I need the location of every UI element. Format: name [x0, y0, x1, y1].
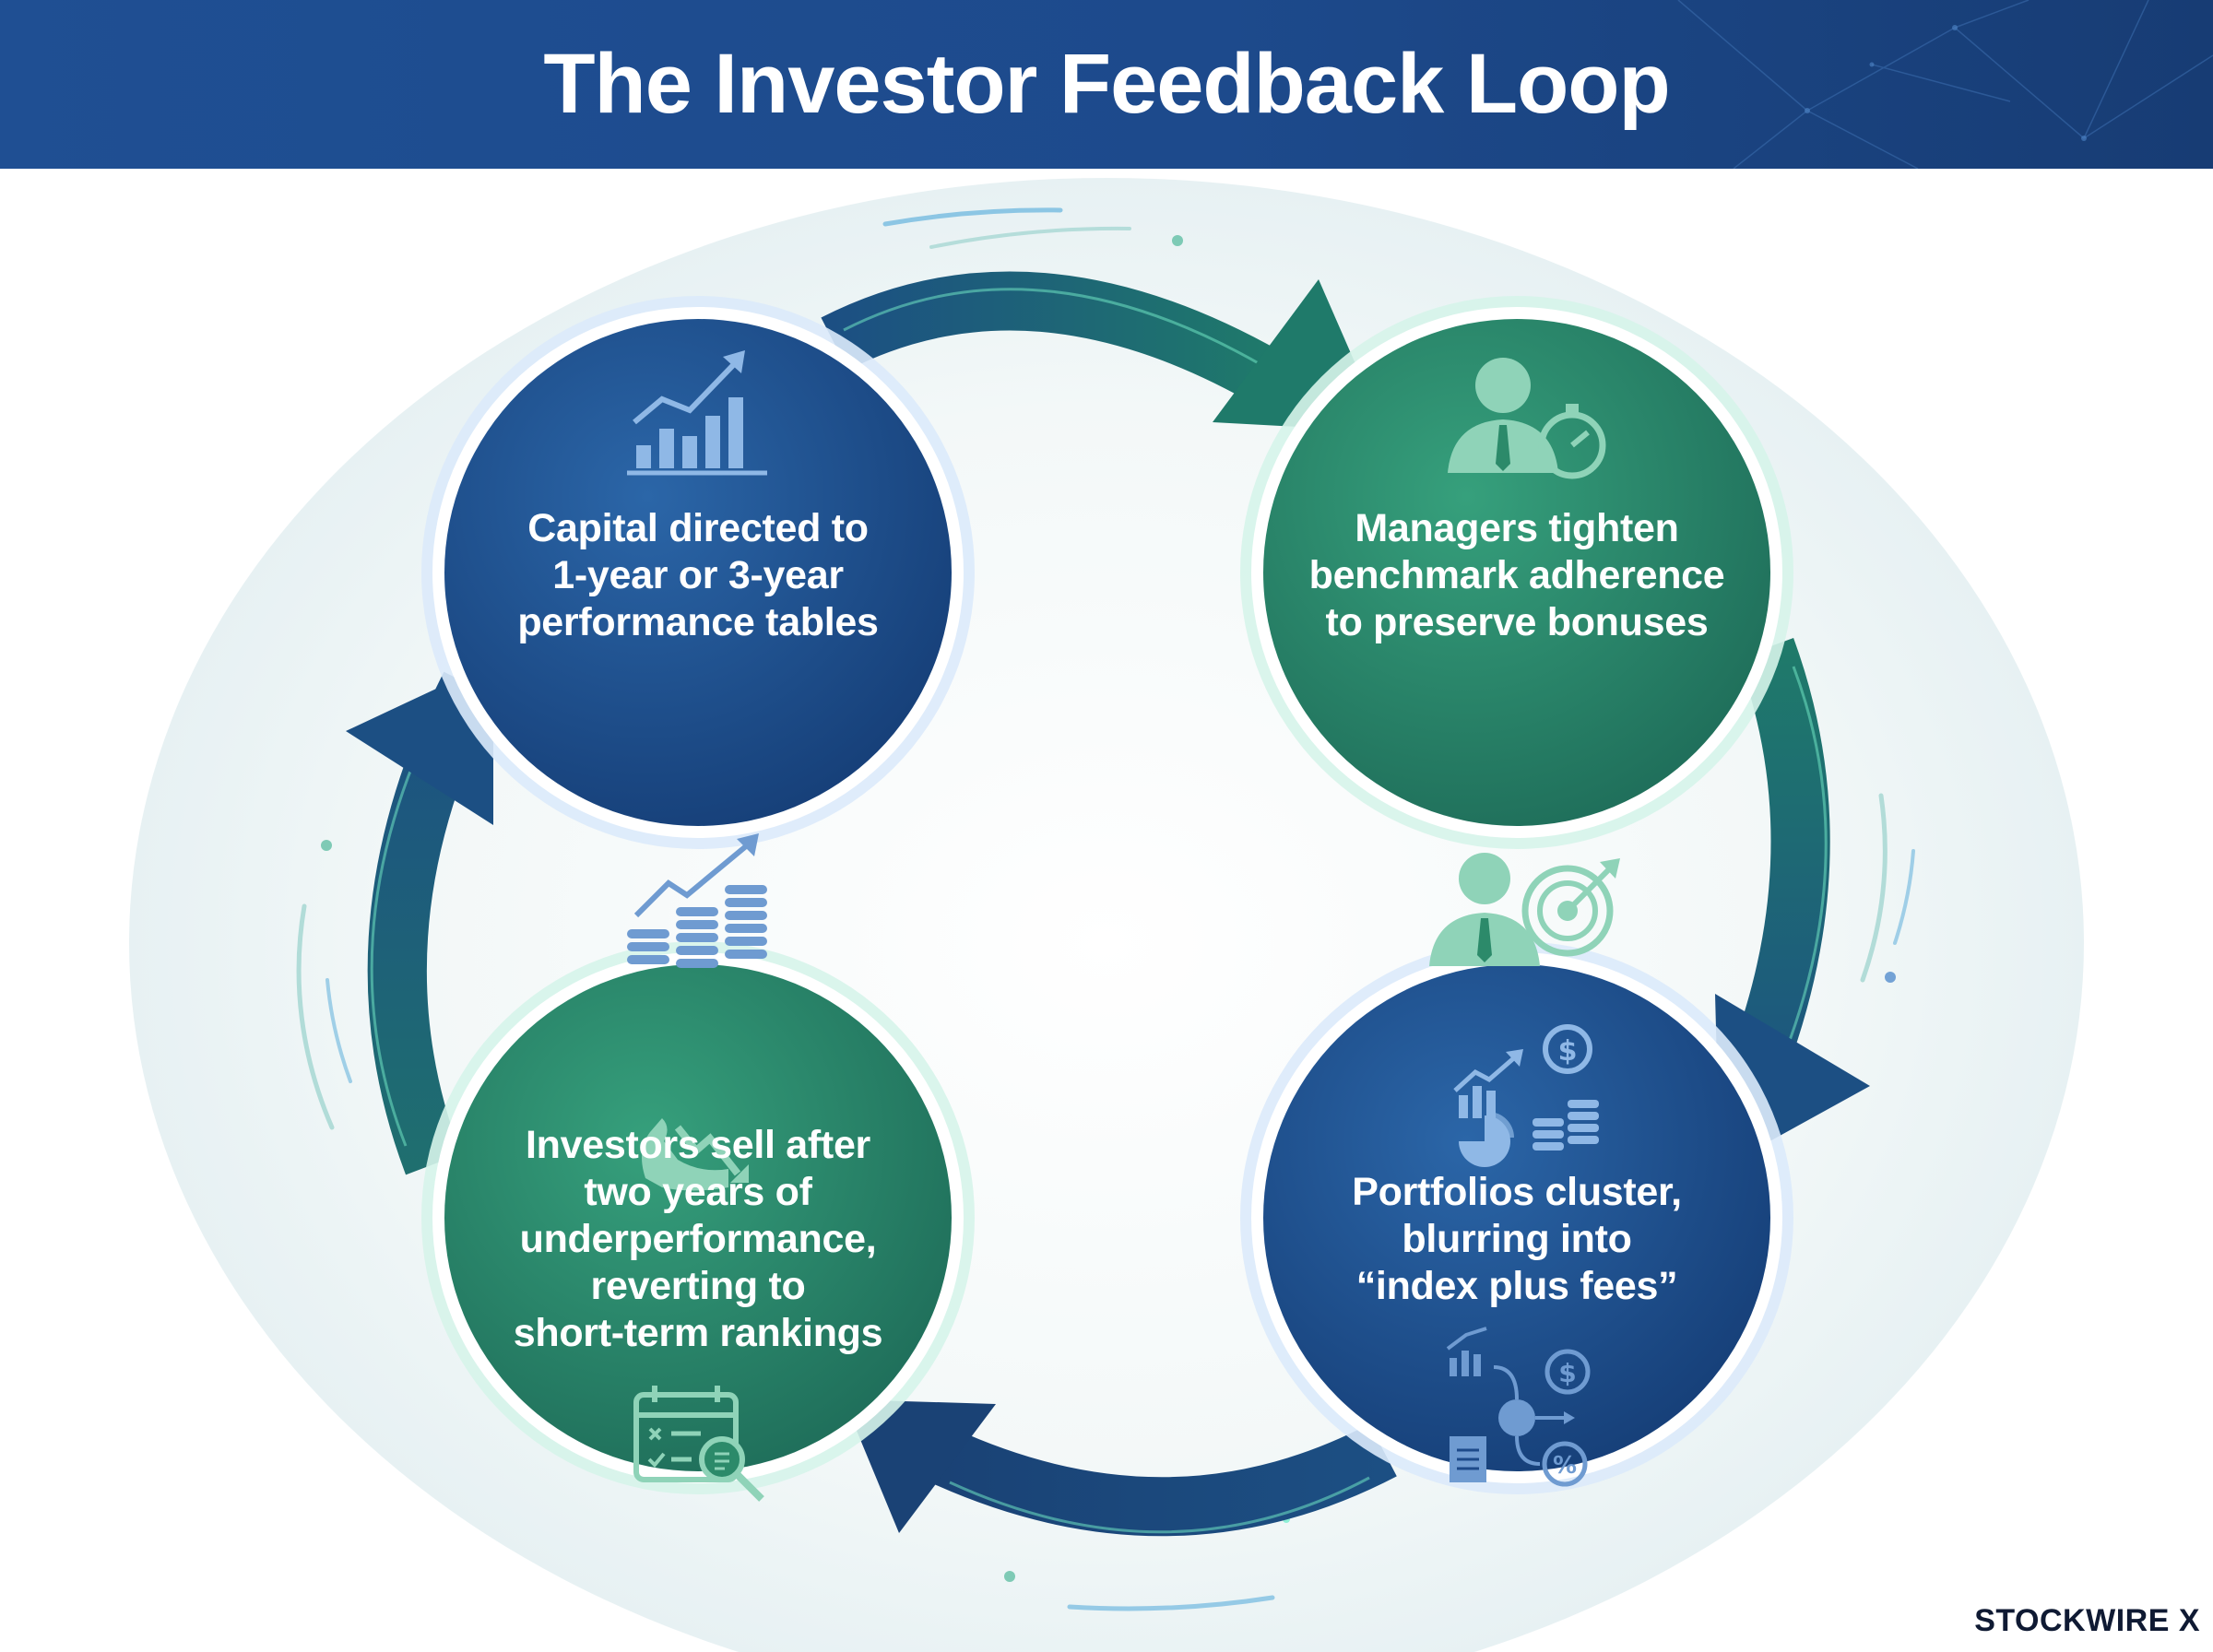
node-circle-capital — [421, 296, 975, 849]
node-circle-investors — [421, 941, 975, 1494]
feedback-loop-diagram: $ $ % — [0, 169, 2213, 1652]
node-circle-portfolios — [1240, 941, 1793, 1494]
node-investors-line-1: Investors sell after — [525, 1123, 870, 1167]
brand-logo: STOCKWIRE X — [1974, 1603, 2200, 1638]
calendar-checklist-search-icon — [633, 1386, 764, 1502]
node-managers-line-3: to preserve bonuses — [1325, 600, 1709, 644]
node-investors-line-3: underperformance, — [519, 1217, 877, 1261]
svg-text:%: % — [1553, 1452, 1577, 1480]
node-capital-line-2: 1-year or 3-year — [552, 553, 844, 597]
svg-text:$: $ — [1558, 1358, 1576, 1388]
node-managers: Managers tighten benchmark adherence to … — [1259, 314, 1775, 831]
node-portfolios-line-2: blurring into — [1402, 1217, 1632, 1261]
bar-chart-uptrend-icon — [627, 350, 767, 476]
node-label-investors: Investors sell after two years of underp… — [477, 1122, 919, 1357]
portfolio-mix-icon: $ — [1453, 1024, 1599, 1167]
node-portfolios-line-1: Portfolios cluster, — [1352, 1170, 1682, 1214]
node-capital: Capital directed to 1-year or 3-year per… — [440, 314, 956, 831]
coin-stacks-growth-icon — [627, 833, 767, 968]
arrow-portfolios-to-investors — [844, 1399, 1397, 1537]
node-label-portfolios: Portfolios cluster, blurring into “index… — [1323, 1169, 1710, 1310]
node-investors-line-4: reverting to — [590, 1264, 806, 1308]
page-title: The Investor Feedback Loop — [543, 37, 1670, 131]
manager-stopwatch-icon — [1448, 358, 1606, 479]
svg-text:$: $ — [1558, 1035, 1578, 1068]
fees-flow-icon: $ % — [1446, 1327, 1591, 1487]
motion-lines — [296, 207, 1915, 1611]
manager-target-icon — [1429, 853, 1620, 966]
node-managers-line-2: benchmark adherence — [1308, 553, 1725, 597]
node-investors-line-2: two years of — [584, 1170, 812, 1214]
cycle-arrows-layer: $ $ % — [129, 178, 2084, 1652]
node-portfolios: Portfolios cluster, blurring into “index… — [1259, 960, 1775, 1476]
hand-falling-arrow-icon — [642, 1118, 749, 1191]
node-investors: Investors sell after two years of underp… — [440, 960, 956, 1476]
node-label-capital: Capital directed to 1-year or 3-year per… — [504, 505, 892, 646]
node-portfolios-line-3: “index plus fees” — [1355, 1264, 1678, 1308]
node-managers-line-1: Managers tighten — [1355, 506, 1679, 550]
node-investors-line-5: short-term rankings — [513, 1311, 883, 1355]
node-label-managers: Managers tighten benchmark adherence to … — [1305, 505, 1729, 646]
node-capital-line-3: performance tables — [517, 600, 879, 644]
node-circle-managers — [1240, 296, 1793, 849]
node-capital-line-1: Capital directed to — [527, 506, 869, 550]
header-banner: The Investor Feedback Loop — [0, 0, 2213, 169]
network-pattern-icon — [1677, 0, 2213, 169]
